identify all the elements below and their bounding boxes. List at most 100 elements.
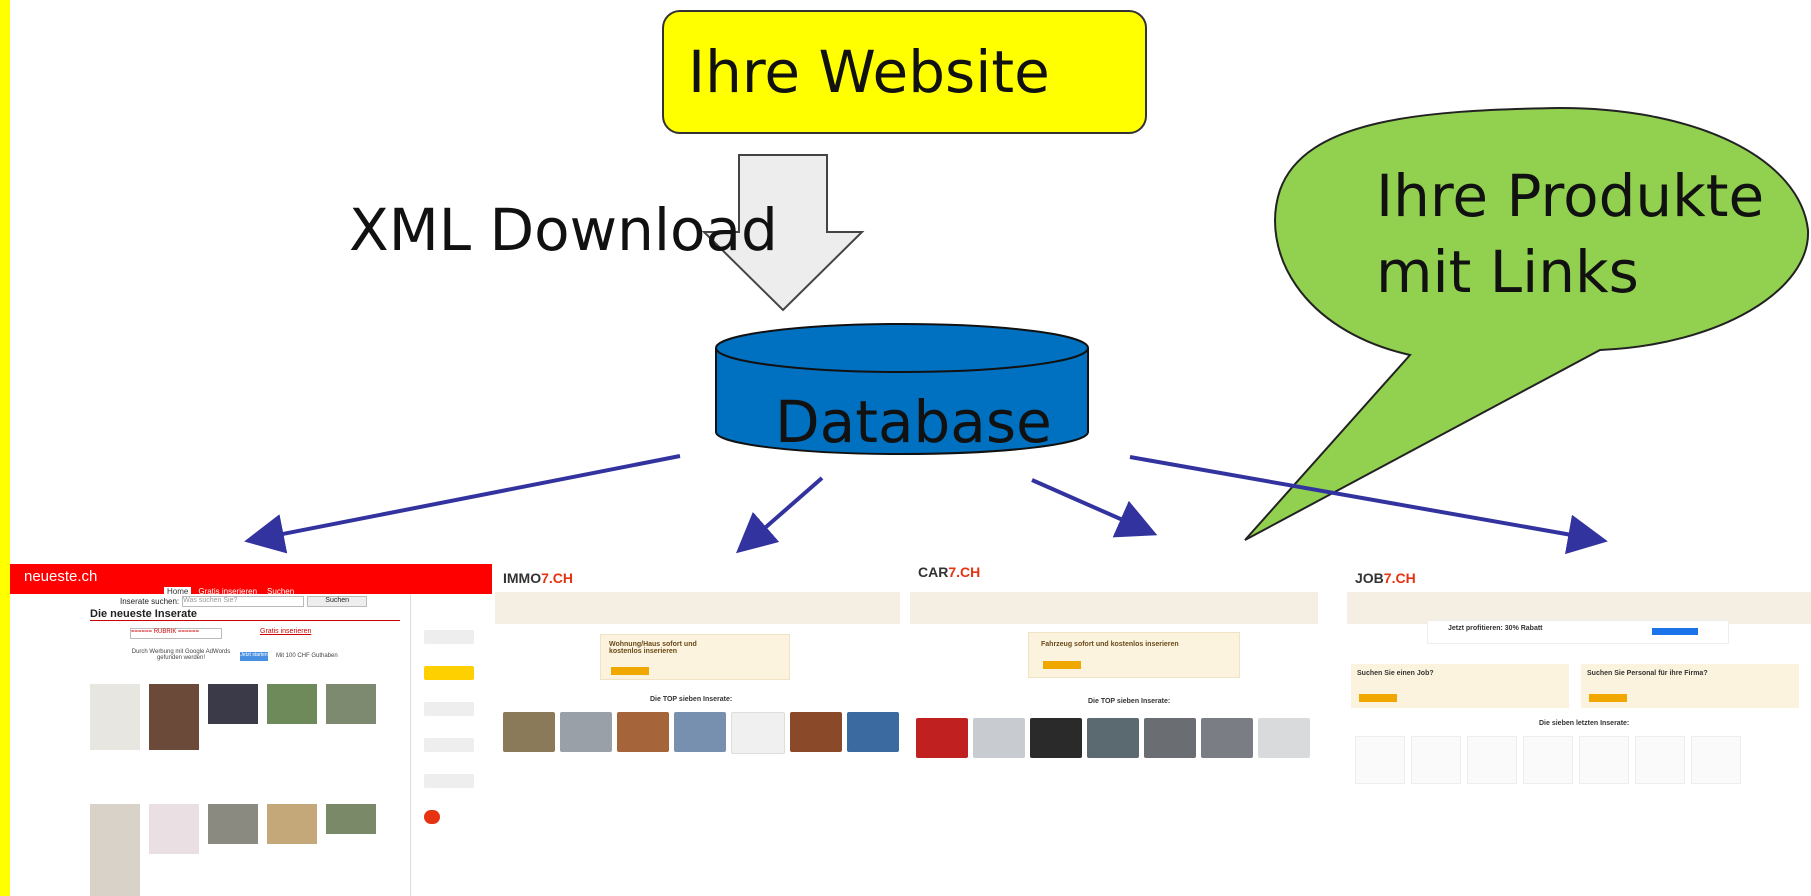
job7-card-seeker-text: Suchen Sie einen Job? — [1357, 670, 1434, 677]
listing-thumb[interactable] — [90, 804, 140, 896]
listing-thumb[interactable] — [1201, 718, 1253, 758]
neueste-nav-suchen[interactable]: Suchen — [267, 587, 295, 596]
listing-thumb[interactable] — [790, 712, 842, 752]
car7-searchbar[interactable] — [910, 592, 1318, 624]
job7-screenshot: JOB7.CH Jetzt profitieren: 30% Rabatt Su… — [1347, 564, 1811, 790]
listing-thumb[interactable] — [267, 684, 317, 724]
neueste-search-label: Inserate suchen: — [120, 597, 180, 606]
car7-promo-text: Fahrzeug sofort und kostenlos inserieren — [1041, 641, 1179, 648]
car7-thumbs — [916, 718, 1310, 758]
sidebar-ad[interactable] — [424, 774, 474, 788]
arrow-to-car — [1031, 478, 1158, 538]
products-label-line2: mit Links — [1376, 238, 1639, 306]
listing-thumb[interactable] — [973, 718, 1025, 758]
website-label: Ihre Website — [688, 38, 1050, 106]
immo7-thumbs — [503, 712, 899, 754]
company-logo[interactable] — [1467, 736, 1517, 784]
sidebar-ad[interactable] — [424, 630, 474, 644]
listing-thumb[interactable] — [208, 684, 258, 724]
sidebar-ad[interactable] — [424, 702, 474, 716]
listing-thumb[interactable] — [149, 804, 199, 854]
job7-banner-button[interactable] — [1652, 628, 1698, 635]
listing-thumb[interactable] — [326, 684, 376, 724]
job7-card-seeker[interactable]: Suchen Sie einen Job? — [1351, 664, 1569, 708]
job7-searchbar[interactable] — [1347, 592, 1811, 624]
neueste-search-input[interactable]: Was suchen Sie? — [182, 596, 305, 607]
listing-thumb[interactable] — [208, 804, 258, 844]
company-logo[interactable] — [1635, 736, 1685, 784]
listing-thumb[interactable] — [674, 712, 726, 752]
immo7-promo: Wohnung/Haus sofort und kostenlos inseri… — [600, 634, 790, 680]
download-arrow — [701, 154, 865, 312]
listing-thumb[interactable] — [503, 712, 555, 752]
listing-thumb[interactable] — [267, 804, 317, 844]
arrow-to-job — [1129, 455, 1608, 555]
listing-thumb[interactable] — [1144, 718, 1196, 758]
products-label-line1: Ihre Produkte — [1376, 162, 1765, 230]
neueste-ad-offer: Mit 100 CHF Guthaben — [276, 653, 338, 659]
job7-card-employer-button[interactable] — [1589, 694, 1627, 702]
neueste-heading: Die neueste Inserate — [90, 608, 400, 621]
neueste-screenshot: neueste.ch Home Gratis inserieren Suchen… — [10, 564, 492, 896]
listing-thumb[interactable] — [149, 684, 199, 750]
products-label: Ihre Produkte mit Links — [1376, 158, 1764, 310]
immo7-promo-button[interactable] — [611, 667, 649, 675]
listing-thumb[interactable] — [1258, 718, 1310, 758]
company-logo[interactable] — [1691, 736, 1741, 784]
speech-bubble — [1244, 106, 1810, 541]
neueste-sidebar-ads — [424, 630, 474, 846]
immo7-top-title: Die TOP sieben Inserate: — [650, 696, 733, 703]
neueste-main: Inserate suchen: Was suchen Sie? Suchen … — [90, 594, 411, 896]
left-accent-bar — [0, 0, 10, 896]
listing-thumb[interactable] — [326, 804, 376, 834]
neueste-rubrik-select[interactable]: ====== RUBRIK ====== — [130, 628, 222, 639]
job7-logos — [1355, 736, 1741, 784]
company-logo[interactable] — [1579, 736, 1629, 784]
arrow-to-immo — [735, 476, 824, 554]
immo7-logo-prefix: IMMO — [503, 570, 542, 586]
sidebar-ad[interactable] — [424, 810, 440, 824]
immo7-logo-suffix: 7.CH — [541, 570, 574, 586]
listing-thumb[interactable] — [90, 684, 140, 750]
job7-banner-text: Jetzt profitieren: 30% Rabatt — [1448, 625, 1543, 632]
neueste-thumbs-row2 — [90, 804, 376, 896]
neueste-gratis-link[interactable]: Gratis inserieren — [260, 628, 312, 635]
neueste-nav-home[interactable]: Home — [164, 587, 192, 596]
car7-logo-suffix: 7.CH — [948, 564, 981, 580]
neueste-ad-button[interactable]: Jetzt starten — [240, 652, 268, 661]
company-logo[interactable] — [1355, 736, 1405, 784]
immo7-searchbar[interactable] — [495, 592, 900, 624]
company-logo[interactable] — [1523, 736, 1573, 784]
neueste-logo: neueste.ch — [24, 568, 98, 585]
listing-thumb[interactable] — [847, 712, 899, 752]
listing-thumb[interactable] — [1087, 718, 1139, 758]
car7-promo-button[interactable] — [1043, 661, 1081, 669]
neueste-nav: Home Gratis inserieren Suchen — [164, 587, 297, 596]
job7-logo-prefix: JOB — [1355, 570, 1384, 586]
immo7-logo: IMMO7.CH — [503, 570, 573, 586]
car7-screenshot: CAR7.CH Fahrzeug sofort und kostenlos in… — [910, 558, 1318, 784]
listing-thumb[interactable] — [731, 712, 785, 754]
neueste-header: neueste.ch Home Gratis inserieren Suchen — [10, 564, 492, 596]
sidebar-ad[interactable] — [424, 738, 474, 752]
company-logo[interactable] — [1411, 736, 1461, 784]
listing-thumb[interactable] — [560, 712, 612, 752]
car7-top-title: Die TOP sieben Inserate: — [1088, 698, 1171, 705]
immo7-promo-text: Wohnung/Haus sofort und kostenlos inseri… — [609, 641, 697, 655]
neueste-nav-gratis[interactable]: Gratis inserieren — [198, 587, 258, 596]
listing-thumb[interactable] — [1030, 718, 1082, 758]
listing-thumb[interactable] — [916, 718, 968, 758]
listing-thumb[interactable] — [617, 712, 669, 752]
job7-card-seeker-button[interactable] — [1359, 694, 1397, 702]
car7-logo-prefix: CAR — [918, 564, 949, 580]
job7-card-employer[interactable]: Suchen Sie Personal für ihre Firma? — [1581, 664, 1799, 708]
database-label: Database — [775, 388, 1052, 456]
xml-download-label: XML Download — [349, 196, 778, 264]
car7-logo: CAR7.CH — [918, 564, 980, 580]
neueste-search-button[interactable]: Suchen — [307, 596, 368, 607]
neueste-ad-text: Durch Werbung mit Google AdWords gefunde… — [131, 649, 231, 661]
sidebar-ad[interactable] — [424, 666, 474, 680]
job7-card-employer-text: Suchen Sie Personal für ihre Firma? — [1587, 670, 1708, 677]
